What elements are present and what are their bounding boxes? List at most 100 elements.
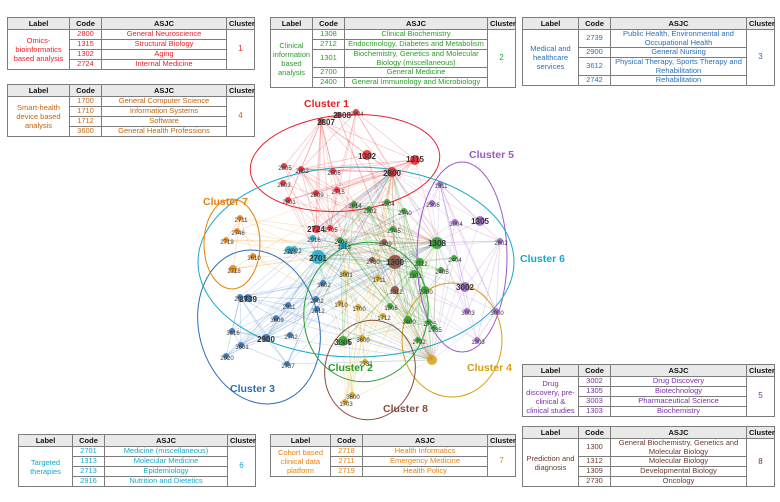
asjc-header: ASJC bbox=[610, 17, 747, 30]
network-node bbox=[337, 300, 343, 306]
asjc-name: Drug Discovery bbox=[610, 376, 747, 387]
network-node bbox=[460, 282, 470, 292]
network-edge bbox=[357, 306, 366, 363]
network-edge bbox=[320, 120, 331, 229]
network-edge bbox=[339, 239, 391, 307]
node-label: 1305 bbox=[471, 217, 489, 226]
network-edge bbox=[407, 269, 442, 321]
network-edge bbox=[225, 344, 242, 357]
network-edge bbox=[413, 242, 438, 275]
network-edge bbox=[283, 120, 322, 167]
node-label: 2916 bbox=[307, 238, 321, 244]
node-label: 2746 bbox=[231, 231, 245, 237]
cluster-name-label: Cluster 7 bbox=[203, 196, 248, 208]
label-header: Label bbox=[522, 364, 579, 377]
node-label: 2902 bbox=[310, 299, 324, 305]
asjc-code: 1313 bbox=[72, 456, 105, 467]
asjc-name: Health Policy bbox=[362, 466, 488, 477]
network-edge bbox=[344, 261, 396, 403]
asjc-code: 1309 bbox=[578, 466, 611, 477]
code-header: Code bbox=[72, 434, 105, 447]
network-edge bbox=[300, 168, 393, 173]
network-edge bbox=[361, 337, 433, 361]
network-edge bbox=[232, 244, 344, 270]
network-node bbox=[438, 267, 444, 273]
node-label: 1312 bbox=[389, 290, 403, 296]
network-node bbox=[237, 215, 243, 221]
network-edge bbox=[320, 120, 344, 246]
network-edge bbox=[265, 308, 318, 339]
network-edge bbox=[342, 202, 433, 246]
asjc-name: Health Informatics bbox=[362, 446, 488, 457]
node-label: 2719 bbox=[220, 240, 234, 246]
asjc-code: 1305 bbox=[578, 386, 611, 397]
network-node bbox=[388, 255, 402, 269]
network-edge bbox=[252, 171, 393, 257]
node-label: 2712 bbox=[414, 262, 428, 268]
network-edge bbox=[342, 244, 384, 317]
node-label: 2801 bbox=[282, 200, 296, 206]
network-edge bbox=[436, 242, 478, 341]
node-label: 2920 bbox=[220, 356, 234, 362]
network-edge bbox=[394, 183, 441, 263]
network-edge bbox=[239, 296, 288, 365]
network-node bbox=[223, 237, 229, 243]
cluster-number: 6 bbox=[227, 446, 256, 487]
network-edge bbox=[364, 359, 433, 363]
asjc-header: ASJC bbox=[344, 17, 488, 30]
network-edge bbox=[265, 256, 319, 339]
network-node bbox=[369, 257, 375, 263]
network-edge bbox=[342, 244, 346, 274]
network-node bbox=[342, 270, 348, 276]
cluster-name-label: Cluster 3 bbox=[230, 383, 275, 395]
network-edge bbox=[342, 244, 478, 341]
network-node bbox=[380, 313, 386, 319]
asjc-code: 2713 bbox=[72, 466, 105, 477]
network-node bbox=[355, 304, 361, 310]
network-edge bbox=[392, 228, 409, 321]
node-label: 2404 bbox=[448, 258, 462, 264]
network-edges bbox=[225, 111, 501, 403]
network-edge bbox=[419, 257, 455, 263]
node-label: 2900 bbox=[257, 335, 275, 344]
network-edge bbox=[320, 120, 334, 172]
network-edge bbox=[236, 230, 396, 263]
asjc-name: Structural Biology bbox=[101, 39, 227, 50]
cluster-label: Drug discovery, pre-clinical & clinical … bbox=[522, 376, 579, 417]
asjc-code: 2724 bbox=[69, 59, 102, 70]
network-edge bbox=[342, 242, 438, 246]
network-edge bbox=[344, 272, 359, 308]
network-edge bbox=[403, 210, 438, 244]
network-node bbox=[474, 337, 480, 343]
network-edge bbox=[289, 244, 344, 336]
network-edge bbox=[371, 171, 393, 261]
asjc-code: 2719 bbox=[330, 466, 363, 477]
node-label: 3601 bbox=[235, 345, 249, 351]
network-node bbox=[497, 238, 503, 244]
network-edge bbox=[265, 282, 324, 339]
network-edge bbox=[428, 321, 433, 361]
network-edge bbox=[288, 249, 396, 263]
asjc-code: 1315 bbox=[69, 39, 102, 50]
node-label: 2809 bbox=[310, 193, 324, 199]
network-edge bbox=[361, 277, 379, 339]
network-edge bbox=[439, 183, 456, 223]
network-edge bbox=[329, 227, 438, 244]
asjc-code: 2739 bbox=[578, 29, 611, 48]
network-edge bbox=[344, 306, 359, 403]
network-edge bbox=[339, 261, 396, 304]
asjc-name: Clinical Biochemistry bbox=[344, 29, 488, 40]
node-label: 3612 bbox=[311, 309, 325, 315]
network-edge bbox=[336, 171, 393, 191]
network-edge bbox=[439, 183, 481, 222]
network-node bbox=[281, 163, 287, 169]
network-edge bbox=[368, 208, 433, 361]
